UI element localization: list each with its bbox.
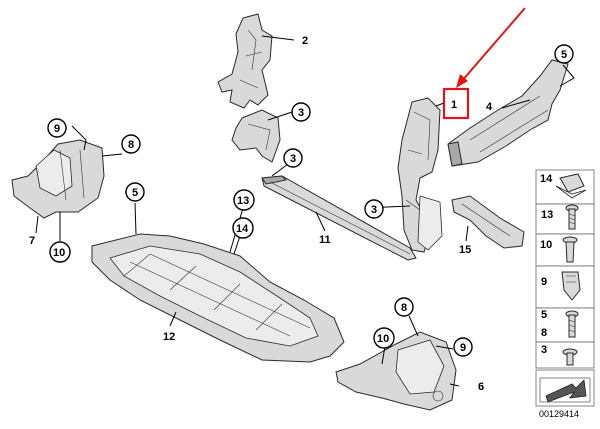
part-6-lower-bracket [335,331,457,411]
callout-1: 1 [451,99,457,111]
callout-3-c: 3 [371,204,377,216]
part-3-upper-bracket [231,109,281,163]
callout-3-circle-c [364,199,384,219]
callout-15: 15 [459,244,471,256]
pointer-arrow [460,7,526,83]
callout-14: 14 [236,223,249,235]
callout-10-circle-a [49,241,71,263]
callout-10-circle-b [373,327,395,349]
legend-num-10: 10 [540,239,552,251]
part-7-side-bracket [11,139,105,219]
callout-13: 13 [237,195,249,207]
callout-6: 6 [478,381,484,393]
callout-13-circle [233,189,255,211]
part-11-cover-strip [261,175,417,261]
callout-7: 7 [29,235,35,247]
callout-8-circle-a [121,134,141,154]
callout-8-b: 8 [401,302,407,314]
callout-3-b: 3 [290,153,296,165]
legend-num-14: 14 [540,173,553,185]
clip-nut-icon [555,173,587,199]
legend-num-3: 3 [541,344,547,356]
hardware-legend: 14 13 10 9 5 8 3 [535,169,595,407]
legend-num-13: 13 [541,209,553,221]
callout-3-circle-b [283,148,303,168]
reference-number: 00129414 [539,409,579,419]
screw-icon [565,310,579,338]
expanding-rivet-icon [562,236,578,263]
callout-3-circle-a [291,102,311,122]
bolt-icon [565,204,579,230]
callout-10-b: 10 [377,333,389,345]
callout-5-circle-b [125,182,145,202]
pointer-arrowhead-icon [456,74,468,88]
callout-10-a: 10 [53,247,65,259]
callout-8-circle-b [394,297,414,317]
legend-num-9: 9 [541,276,547,288]
callout-5-circle-a [554,44,574,64]
nut-icon [561,271,581,301]
legend-num-5: 5 [541,309,547,321]
rivet-icon [562,348,578,366]
callout-14-circle [232,217,254,239]
callout-9-circle-b [453,337,473,357]
callout-12: 12 [163,331,175,343]
callout-4: 4 [486,101,493,113]
callout-9-a: 9 [54,123,60,135]
callout-9-circle-a [47,118,67,138]
legend-num-8: 8 [541,327,547,339]
callout-3-a: 3 [298,107,304,119]
callout-11: 11 [319,234,331,246]
callout-5-b: 5 [132,187,138,199]
part-1-air-duct [397,97,443,253]
callout-5-a: 5 [561,49,567,61]
callout-9-b: 9 [460,342,466,354]
part-2-bracket [217,13,273,109]
part-15-bracket [451,195,525,249]
callout-8-a: 8 [128,139,134,151]
part-12-underbody-panel [91,233,345,363]
part-4-curved-duct [447,59,569,167]
installation-arrow-icon [539,377,591,403]
callout-2: 2 [302,35,308,47]
